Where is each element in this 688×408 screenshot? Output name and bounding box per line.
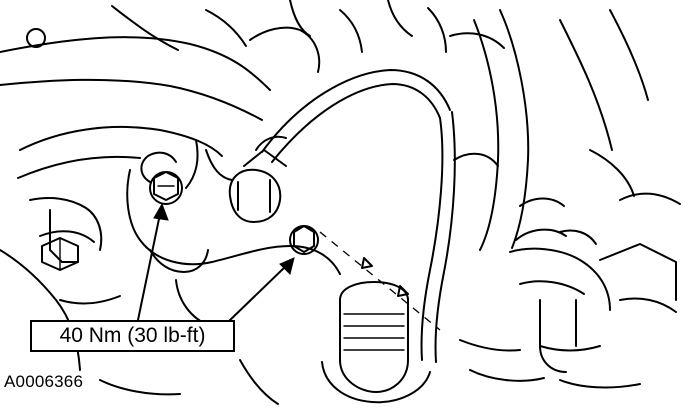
torque-value: 40 Nm (30 lb-ft) xyxy=(59,324,206,347)
leader-arrow-upper xyxy=(137,202,169,321)
guide-line xyxy=(319,231,441,331)
ring-detail xyxy=(26,28,46,48)
sensor-mount-boss xyxy=(126,139,341,275)
lower-bolt xyxy=(289,225,319,255)
left-hex-nut xyxy=(41,237,79,271)
manifold-body xyxy=(0,125,279,405)
right-hose-assembly xyxy=(449,9,681,389)
leader-arrow-lower xyxy=(227,257,295,323)
oxygen-sensor xyxy=(228,135,287,223)
torque-callout: 40 Nm (30 lb-ft) xyxy=(30,320,235,352)
upper-bolt xyxy=(149,171,183,205)
stud-fitting xyxy=(321,281,431,404)
figure-id: A0006366 xyxy=(4,372,84,391)
sensor-wire xyxy=(261,69,456,363)
upper-housing-contours xyxy=(0,0,447,121)
